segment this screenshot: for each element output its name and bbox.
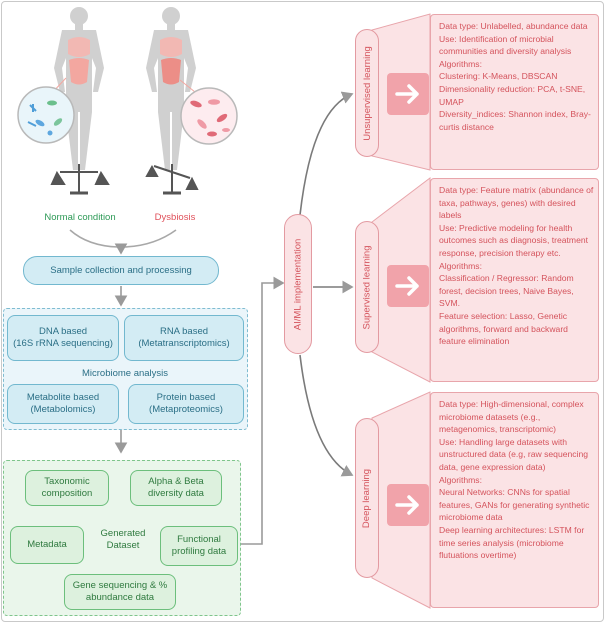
metabolite-based-box: Metabolite based (Metabolomics) — [7, 384, 119, 424]
aiml-implementation-label: AI/ML implementation — [292, 238, 304, 330]
panel-line: Feature selection: Lasso, Genetic algori… — [439, 310, 568, 347]
panel-line: Deep learning architectures: LSTM for ti… — [439, 524, 585, 561]
dna-based-box: DNA based (16S rRNA sequencing) — [7, 315, 119, 361]
deep-learning-panel: Data type: High-dimensional, complex mic… — [430, 392, 599, 608]
right-arrow-icon — [395, 84, 419, 104]
microbiome-analysis-label: Microbiome analysis — [81, 368, 169, 379]
metadata-box: Metadata — [10, 526, 84, 564]
deep-learning-arrow-box — [387, 484, 429, 526]
panel-line: Use: Identification of microbial communi… — [439, 33, 572, 57]
right-arrow-icon — [395, 276, 419, 296]
panel-line: Use: Predictive modeling for health outc… — [439, 222, 589, 258]
unsupervised-arrow-box — [387, 73, 429, 115]
rna-based-box: RNA based (Metatranscriptomics) — [124, 315, 244, 361]
functional-profiling-box: Functional profiling data — [160, 526, 238, 566]
dysbiosis-label: Dysbiosis — [154, 212, 196, 223]
unsupervised-learning-label: Unsupervised learning — [361, 45, 373, 141]
unsupervised-learning-pill: Unsupervised learning — [355, 29, 379, 157]
protein-based-box: Protein based (Metaproteomics) — [128, 384, 244, 424]
panel-line: Data type: Unlabelled, abundance data — [439, 21, 588, 31]
panel-line: Use: Handling large datasets with unstru… — [439, 436, 589, 472]
panel-line: Diversity_indices: Shannon index, Bray-c… — [439, 109, 591, 132]
alpha-beta-diversity-box: Alpha & Beta diversity data — [130, 470, 222, 506]
deep-learning-label: Deep learning — [361, 468, 373, 528]
right-arrow-icon — [395, 495, 419, 515]
panel-line: Neural Networks: CNNs for spatial featur… — [439, 487, 590, 523]
aiml-implementation-pill: AI/ML implementation — [284, 214, 312, 354]
supervised-learning-pill: Supervised learning — [355, 221, 379, 353]
tilted-scale-icon — [145, 164, 199, 195]
taxonomic-composition-box: Taxonomic composition — [25, 470, 109, 506]
panel-line: Dimensionality reduction: PCA, t-SNE, UM… — [439, 83, 586, 107]
panel-line: Data type: Feature matrix (abundance of … — [439, 185, 594, 221]
normal-condition-label: Normal condition — [44, 212, 116, 223]
sample-collection-box: Sample collection and processing — [23, 256, 219, 285]
panel-line: Algorithms: — [439, 474, 482, 485]
panel-line: Algorithms: — [439, 58, 482, 69]
bacteria-magnifier-icon — [17, 77, 75, 144]
bacteria-magnifier-icon — [179, 79, 238, 145]
gene-sequencing-box: Gene sequencing & % abundance data — [64, 574, 176, 610]
supervised-learning-panel: Data type: Feature matrix (abundance of … — [430, 178, 599, 382]
supervised-arrow-box — [387, 265, 429, 307]
panel-line: Clustering: K-Means, DBSCAN — [439, 71, 558, 82]
panel-line: Data type: High-dimensional, complex mic… — [439, 399, 584, 435]
human-body-icon — [54, 7, 104, 170]
panel-line: Algorithms: — [439, 260, 482, 271]
panel-line: Classification / Regressor: Random fores… — [439, 273, 574, 309]
human-body-icon — [146, 7, 196, 170]
unsupervised-learning-panel: Data type: Unlabelled, abundance data Us… — [430, 14, 599, 170]
generated-dataset-label: Generated Dataset — [100, 528, 146, 552]
supervised-learning-label: Supervised learning — [361, 245, 373, 329]
balanced-scale-icon — [50, 164, 110, 195]
deep-learning-pill: Deep learning — [355, 418, 379, 578]
